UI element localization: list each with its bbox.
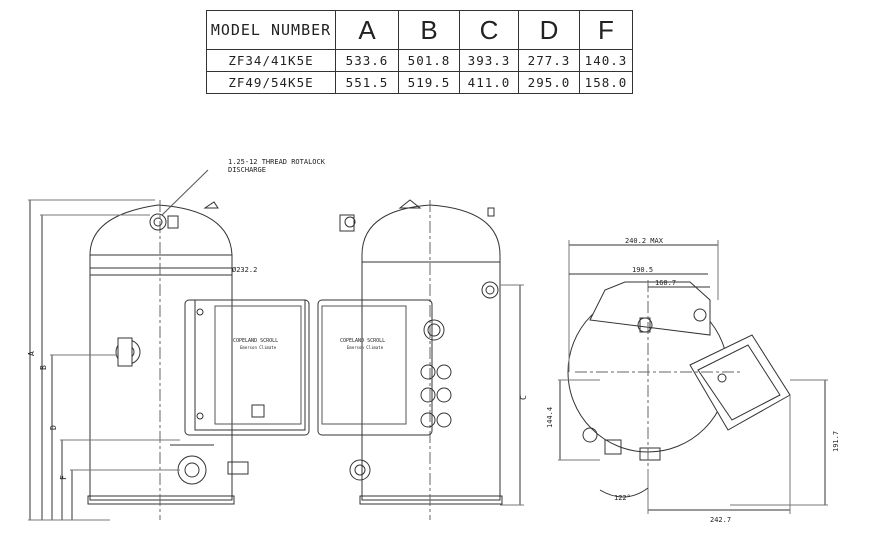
- box-sub-side: Emerson Climate: [347, 345, 384, 350]
- cell-d: 295.0: [518, 71, 580, 94]
- dim-190-label: 190.5: [632, 266, 653, 274]
- cell-f: 158.0: [579, 71, 633, 94]
- dim-d-label: D: [49, 425, 58, 430]
- front-view: [28, 169, 310, 521]
- dim-240-label: 240.2 MAX: [625, 237, 664, 245]
- box-brand-side: COPELAND SCROLL: [340, 338, 385, 344]
- cell-model: ZF49/54K5E: [206, 71, 336, 94]
- table-row: ZF49/54K5E 551.5 519.5 411.0 295.0 158.0: [206, 71, 633, 94]
- box-brand-front: COPELAND SCROLL: [233, 338, 278, 344]
- header-c: C: [459, 10, 519, 50]
- header-f: F: [579, 10, 633, 50]
- header-model-number: MODEL NUMBER: [206, 10, 336, 50]
- top-view: [558, 240, 828, 514]
- cell-a: 551.5: [335, 71, 399, 94]
- cell-model: ZF34/41K5E: [206, 49, 336, 72]
- cell-a: 533.6: [335, 49, 399, 72]
- side-view: [317, 199, 524, 520]
- diameter-label: Ø232.2: [232, 266, 257, 274]
- thread-note-line2: DISCHARGE: [228, 166, 266, 174]
- angle-label: 122°: [614, 494, 631, 502]
- table-header-row: MODEL NUMBER A B C D F: [206, 10, 633, 50]
- dim-a-label: A: [27, 351, 36, 356]
- dim-144-label: 144.4: [546, 407, 554, 428]
- dim-c-label: C: [519, 395, 528, 400]
- cell-c: 411.0: [459, 71, 519, 94]
- dim-160-label: 160.7: [655, 279, 676, 287]
- box-sub-front: Emerson Climate: [240, 345, 277, 350]
- header-a: A: [335, 10, 399, 50]
- dim-b-label: B: [39, 365, 48, 370]
- thread-note-line1: 1.25-12 THREAD ROTALOCK: [228, 158, 326, 166]
- cell-b: 519.5: [398, 71, 460, 94]
- dim-242-label: 242.7: [710, 516, 731, 524]
- dim-191-label: 191.7: [832, 431, 840, 452]
- dim-f-label: F: [59, 475, 68, 480]
- dimension-table: MODEL NUMBER A B C D F ZF34/41K5E 533.6 …: [206, 10, 633, 94]
